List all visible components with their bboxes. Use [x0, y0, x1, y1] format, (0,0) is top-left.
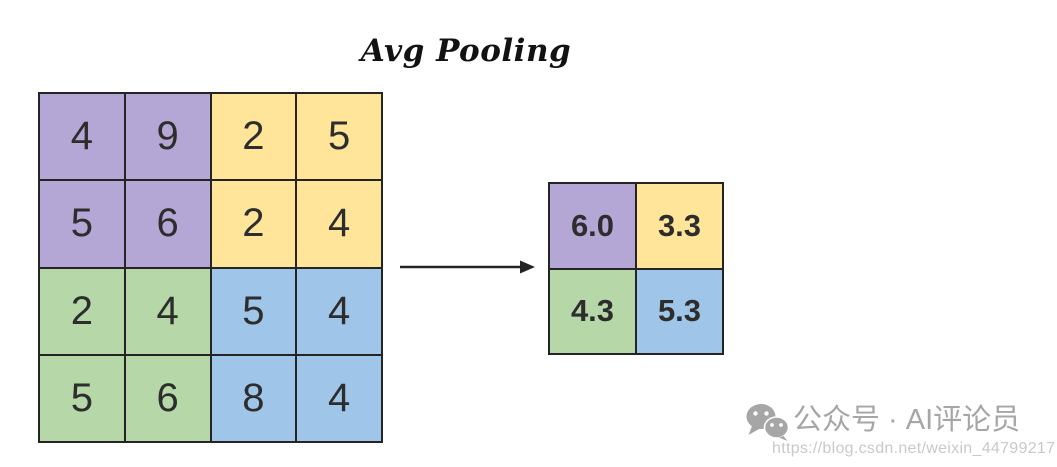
input-cell: 5	[211, 268, 296, 354]
input-cell: 5	[40, 181, 124, 267]
output-matrix: 6.0 3.3 4.3 5.3	[548, 182, 724, 355]
diagram-title: Avg Pooling	[360, 33, 572, 69]
input-cell: 8	[211, 355, 296, 441]
input-cell: 4	[125, 268, 210, 354]
input-cell: 2	[211, 94, 296, 180]
input-cell: 4	[297, 181, 381, 267]
watermark-url: https://blog.csdn.net/weixin_44799217	[772, 440, 1056, 457]
output-cell: 4.3	[550, 269, 635, 353]
input-cell: 4	[297, 355, 381, 441]
input-cell: 2	[211, 181, 296, 267]
output-cell: 5.3	[637, 269, 722, 353]
input-cell: 6	[125, 181, 210, 267]
watermark-account-text: 公众号 · AI评论员	[793, 404, 1021, 436]
input-cell: 5	[40, 355, 124, 441]
input-cell: 6	[125, 355, 210, 441]
output-cell: 6.0	[550, 184, 635, 268]
right-arrow-icon	[400, 260, 535, 274]
input-cell: 4	[297, 268, 381, 354]
input-cell: 5	[297, 94, 381, 180]
input-matrix: 4 9 2 5 5 6 2 4 2 4 5 4 5 6 8 4	[38, 92, 383, 443]
input-cell: 2	[40, 268, 124, 354]
input-cell: 4	[40, 94, 124, 180]
output-cell: 3.3	[637, 184, 722, 268]
input-cell: 9	[125, 94, 210, 180]
wechat-icon	[746, 404, 790, 441]
